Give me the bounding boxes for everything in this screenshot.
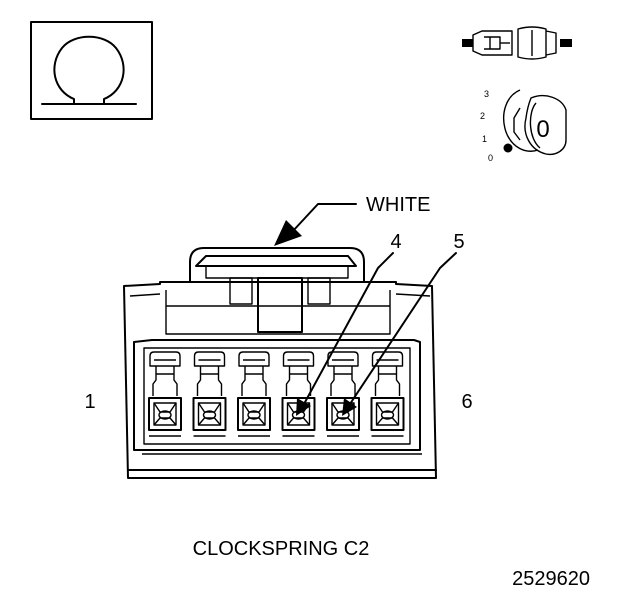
key-position-label: 0 — [536, 116, 549, 143]
pin-6-label: 6 — [461, 391, 472, 413]
pin-1-label: 1 — [84, 391, 95, 413]
terminal-cavity-5 — [326, 351, 360, 437]
ignition-key-icon: 0 3 2 1 0 — [480, 89, 567, 163]
connector-name: CLOCKSPRING C2 — [193, 538, 370, 560]
terminal-cavity-6 — [370, 351, 405, 437]
callout-arrow-icon — [274, 220, 302, 246]
omega-icon — [53, 35, 125, 104]
connector-body — [123, 247, 437, 479]
disconnected-connector-icon — [462, 26, 572, 60]
color-callout: WHITE — [274, 194, 430, 246]
ignition-pos-1: 1 — [482, 134, 487, 144]
ignition-pos-2: 2 — [480, 111, 485, 121]
ohmmeter-symbol-box — [30, 21, 153, 120]
figure-number: 2529620 — [512, 568, 590, 590]
terminal-cavity-3 — [237, 351, 271, 437]
terminal-cavities — [148, 351, 405, 437]
wire-color-label: WHITE — [366, 194, 430, 216]
terminal-cavity-1 — [148, 351, 182, 437]
pin-leaders — [296, 252, 457, 416]
pin-5-label: 5 — [453, 231, 464, 253]
pin-4-label: 4 — [390, 231, 401, 253]
ignition-pos-0: 0 — [488, 153, 493, 163]
terminal-cavity-2 — [192, 351, 227, 437]
ignition-pos-3: 3 — [484, 89, 489, 99]
terminal-cavity-4 — [281, 351, 316, 437]
